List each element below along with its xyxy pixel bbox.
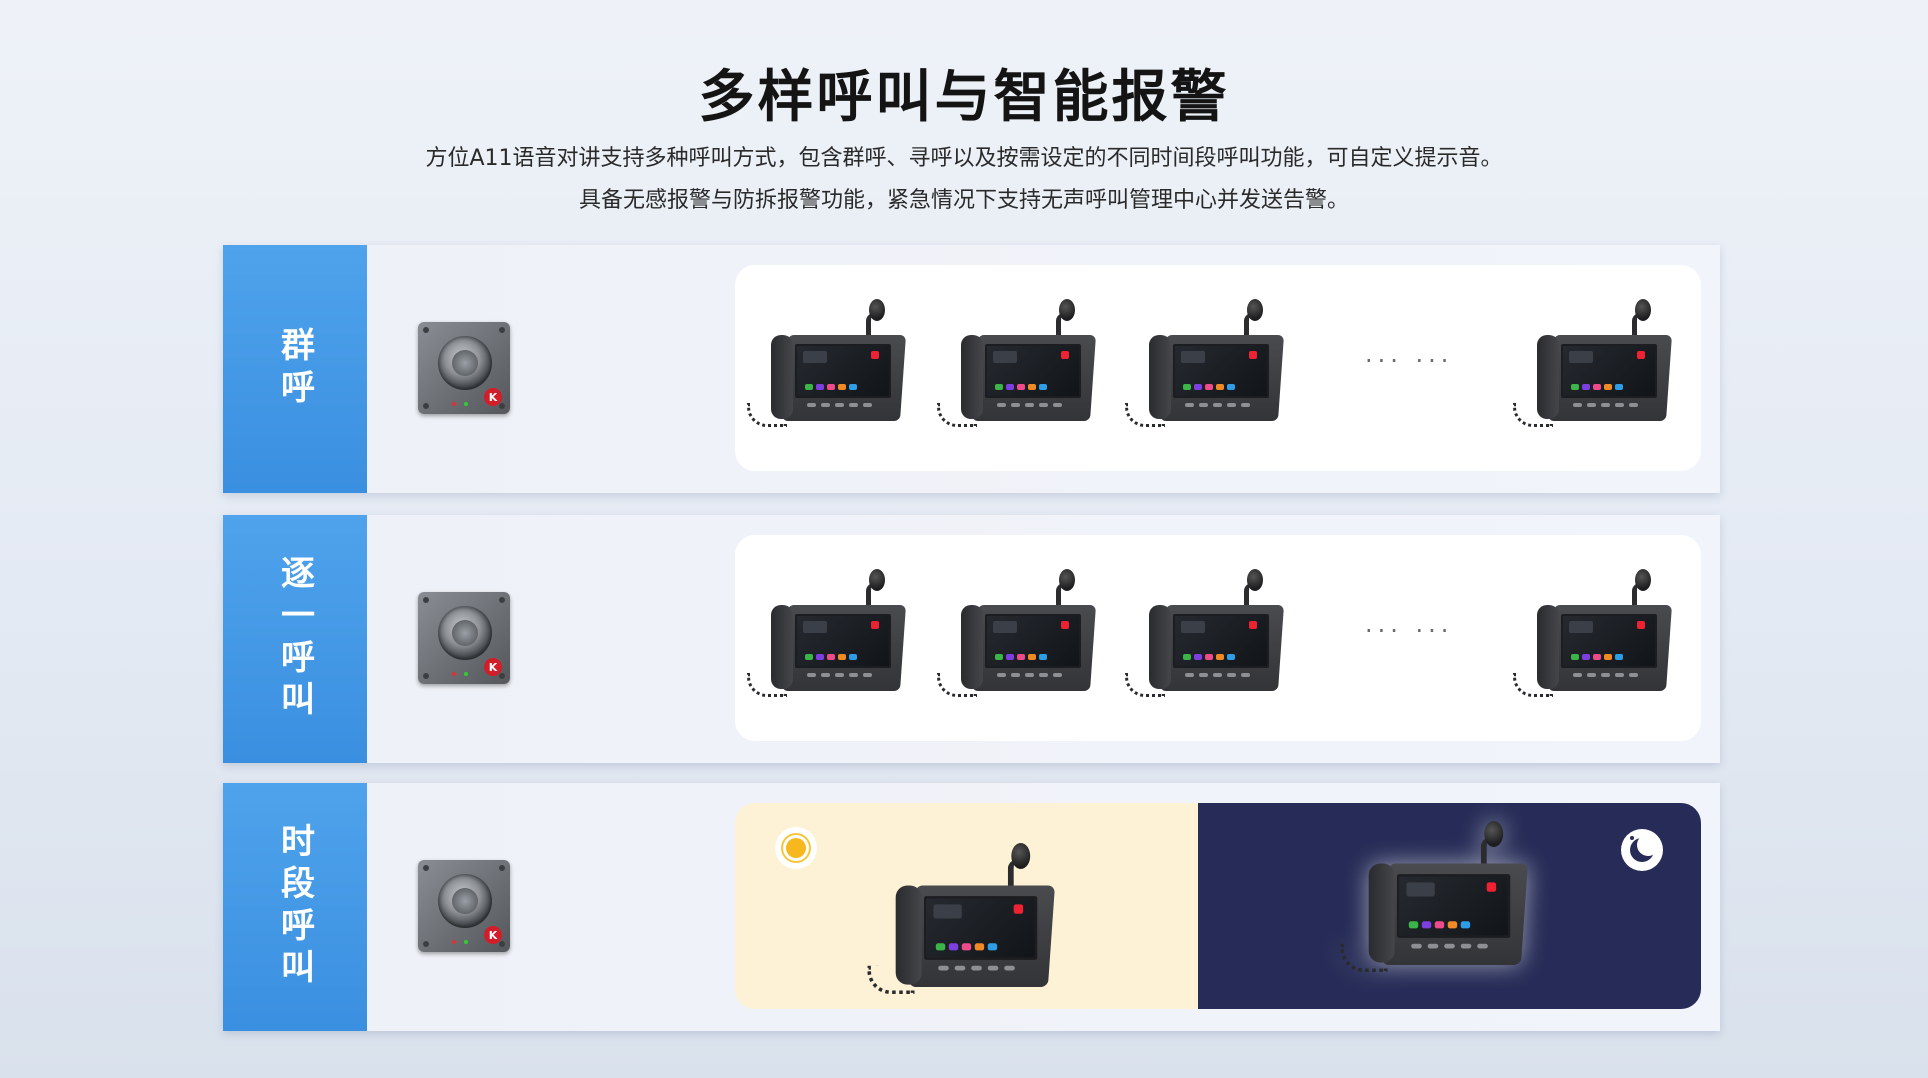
- subtitle-line-1: 方位A11语音对讲支持多种呼叫方式，包含群呼、寻呼以及按需设定的不同时间段呼叫功…: [425, 146, 1503, 171]
- desk-phone-icon: [1511, 299, 1673, 431]
- row-label-text: 时段呼叫: [274, 823, 315, 991]
- intercom-speaker-icon: K: [418, 860, 510, 952]
- desk-phone-icon: [935, 569, 1097, 701]
- day-night-panel: [735, 803, 1701, 1009]
- more-terminals-ellipsis: ··· ···: [1365, 617, 1454, 645]
- row-label-time-based-call: 时段呼叫: [223, 783, 367, 1031]
- subtitle-line-2: 具备无感报警与防拆报警功能，紧急情况下支持无声呼叫管理中心并发送告警。: [578, 188, 1349, 213]
- desk-phone-icon: [935, 299, 1097, 431]
- row-label-sequential-call: 逐一呼叫: [223, 515, 367, 763]
- row-label-text: 逐一呼叫: [274, 555, 315, 723]
- row-sequential-call: 逐一呼叫 K ··· ···: [223, 515, 1720, 763]
- desk-phone-icon: [745, 299, 907, 431]
- row-label-text: 群呼: [274, 327, 315, 411]
- page-title: 多样呼叫与智能报警: [698, 65, 1230, 130]
- moon-icon: [1621, 829, 1663, 871]
- row-time-based-call: 时段呼叫 K: [223, 783, 1720, 1031]
- intercom-speaker-icon: K: [418, 592, 510, 684]
- desk-phone-icon: [865, 843, 1055, 999]
- desk-phone-icon: [745, 569, 907, 701]
- terminal-panel: ··· ···: [735, 535, 1701, 741]
- sos-badge: K: [484, 658, 502, 676]
- nighttime-section: [1198, 803, 1701, 1009]
- sos-badge: K: [484, 926, 502, 944]
- desk-phone-icon: [1123, 569, 1285, 701]
- sos-badge: K: [484, 388, 502, 406]
- row-label-group-call: 群呼: [223, 245, 367, 493]
- desk-phone-icon: [1511, 569, 1673, 701]
- daytime-section: [735, 803, 1198, 1009]
- sun-icon: [775, 827, 817, 869]
- desk-phone-icon: [1338, 821, 1528, 977]
- terminal-panel: ··· ···: [735, 265, 1701, 471]
- desk-phone-icon: [1123, 299, 1285, 431]
- intercom-speaker-icon: K: [418, 322, 510, 414]
- row-group-call: 群呼 K ··· ···: [223, 245, 1720, 493]
- more-terminals-ellipsis: ··· ···: [1365, 347, 1454, 375]
